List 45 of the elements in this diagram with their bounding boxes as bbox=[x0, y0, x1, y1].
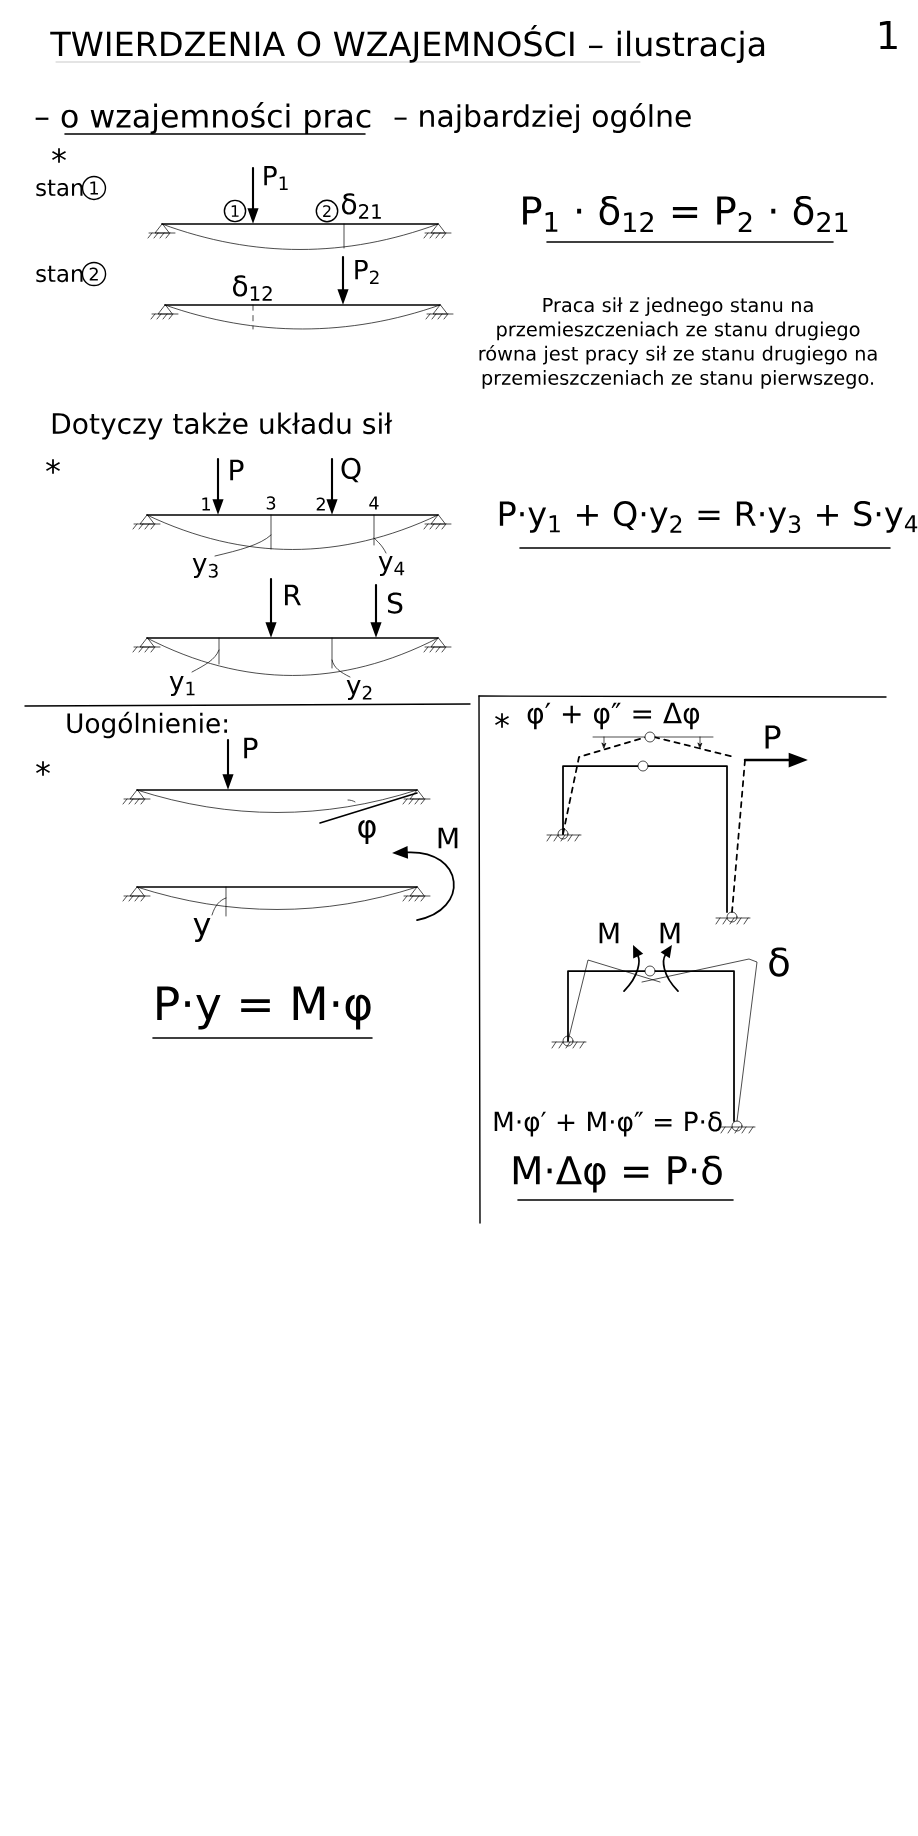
state-label: stan bbox=[36, 265, 83, 283]
equation: M·φ′ + M·φ″ = P·δ bbox=[494, 1111, 722, 1137]
heading-note: – najbardziej ogólne bbox=[394, 102, 691, 134]
circled-number: 2 bbox=[315, 199, 339, 223]
moment-label: M bbox=[438, 827, 458, 849]
moment-label: M bbox=[660, 922, 680, 944]
asterisk: * bbox=[36, 761, 50, 776]
displacement-label: δ$_{21}$ bbox=[342, 193, 381, 219]
equation: P$_{1}$ · δ$_{12}$ = P$_{2}$ · δ$_{21}$ bbox=[523, 195, 848, 243]
displacement-label: y$_{2}$ bbox=[346, 680, 372, 700]
force-label: P$_{2}$ bbox=[355, 259, 379, 285]
section-text: Uogólnienie: bbox=[67, 711, 227, 739]
point-number: 4 bbox=[369, 496, 379, 510]
force-label: R bbox=[285, 584, 301, 606]
equation: P·y$_{1}$ + Q·y$_{2}$ = R·y$_{3}$ + S·y$_{4}$ bbox=[499, 501, 918, 549]
displacement-label: y$_{4}$ bbox=[378, 556, 405, 576]
heading: – o wzajemności prac bbox=[35, 102, 371, 135]
angle-label: φ bbox=[358, 820, 376, 844]
displacement-label: y bbox=[193, 918, 211, 942]
displacement-label: δ$_{12}$ bbox=[233, 275, 272, 301]
force-label: P bbox=[230, 459, 244, 481]
force-label: P bbox=[244, 737, 258, 759]
section-text: Dotyczy także układu sił bbox=[52, 412, 393, 440]
point-number: 1 bbox=[202, 497, 210, 511]
force-label: Q bbox=[341, 457, 361, 483]
asterisk: * bbox=[52, 148, 66, 163]
displacement-label: y$_{3}$ bbox=[192, 558, 218, 578]
force-label: S bbox=[387, 592, 403, 614]
displacement-label: δ bbox=[769, 947, 789, 977]
force-label: P$_{1}$ bbox=[264, 166, 288, 190]
force-label: P bbox=[765, 725, 781, 749]
statement-text: Praca sił z jednego stanu na przemieszczeniach ze stanu drugiego równa jest pracy sił ze stanu drugiego na przemieszczeniach ze stanu pierwszego. bbox=[479, 297, 877, 389]
circled-number: 1 bbox=[223, 199, 247, 223]
equation: M·Δφ = P·δ bbox=[513, 1155, 734, 1201]
equation: φ′ + φ″ = Δφ bbox=[527, 702, 700, 730]
asterisk: * bbox=[495, 713, 509, 728]
asterisk: * bbox=[46, 459, 60, 474]
title: TWIERDZENIA O WZAJEMNOŚCI – ilustracja bbox=[50, 25, 765, 63]
moment-label: M bbox=[599, 922, 619, 944]
state-label: stan bbox=[36, 179, 83, 197]
page-number: 1 bbox=[879, 20, 897, 50]
point-number: 3 bbox=[266, 496, 276, 510]
equation: P·y = M·φ bbox=[152, 986, 373, 1039]
displacement-label: y$_{1}$ bbox=[169, 676, 195, 696]
point-number: 2 bbox=[316, 497, 325, 511]
